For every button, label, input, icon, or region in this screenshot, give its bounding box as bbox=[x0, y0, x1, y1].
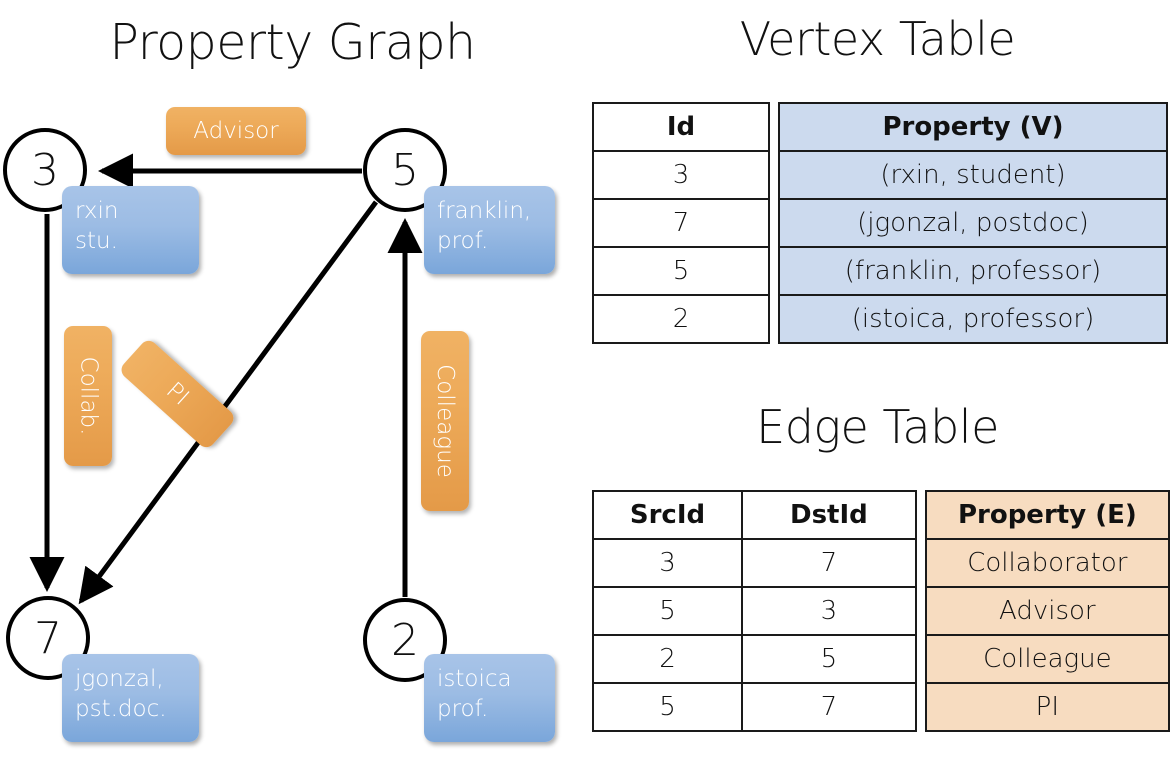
edge-table-cell-srcid: 2 bbox=[591, 634, 744, 684]
table-row: (jgonzal, postdoc) bbox=[778, 198, 1168, 248]
table-header-row: SrcId DstId bbox=[591, 490, 917, 540]
edge-table-cell-property: Collaborator bbox=[924, 538, 1170, 588]
table-row: 5 3 bbox=[591, 586, 917, 636]
vertex-property-box-7: jgonzal, pst.doc. bbox=[62, 654, 199, 742]
table-row: 5 bbox=[592, 246, 770, 296]
edge-5-to-7 bbox=[78, 200, 379, 605]
vertex-table-cell-property: (jgonzal, postdoc) bbox=[778, 198, 1168, 248]
vertex-table-cell-id: 3 bbox=[592, 150, 770, 200]
graph-edge-arrows bbox=[29, 153, 423, 605]
table-row: Advisor bbox=[924, 586, 1170, 636]
vertex-table-column-gap bbox=[770, 102, 778, 344]
vertex-table-header-id: Id bbox=[592, 102, 770, 152]
vertex-table-header-property: Property (V) bbox=[778, 102, 1168, 152]
vertex-table: Id 3 7 5 2 Property (V) (rxin, student) … bbox=[592, 102, 1168, 344]
edge-label-collab-text: Collab. bbox=[75, 356, 102, 436]
table-row: 5 7 bbox=[591, 682, 917, 732]
edge-table-cell-property: Advisor bbox=[924, 586, 1170, 636]
vertex-node-2[interactable]: 2 bbox=[363, 598, 447, 682]
edge-table-column-gap bbox=[917, 490, 925, 732]
page-title-vertex-table: Vertex Table bbox=[739, 12, 1016, 66]
edge-table-cell-dstid: 7 bbox=[741, 682, 917, 732]
vertex-table-cell-id: 2 bbox=[592, 294, 770, 344]
edge-table-property-column: Property (E) Collaborator Advisor Collea… bbox=[924, 490, 1170, 732]
edge-table-cell-dstid: 3 bbox=[741, 586, 917, 636]
edge-table: SrcId DstId 3 7 5 3 2 5 5 7 bbox=[591, 490, 1170, 732]
vertex-table-cell-property: (istoica, professor) bbox=[778, 294, 1168, 344]
edge-label-advisor-text: Advisor bbox=[193, 118, 279, 144]
edge-label-colleague-text: Colleague bbox=[432, 364, 458, 478]
table-row: 3 7 bbox=[591, 538, 917, 588]
table-header-row: Property (E) bbox=[924, 490, 1170, 540]
page-title-property-graph: Property Graph bbox=[109, 14, 476, 71]
vertex-table-id-column: Id 3 7 5 2 bbox=[592, 102, 770, 344]
table-row: 2 5 bbox=[591, 634, 917, 684]
edge-table-header-property: Property (E) bbox=[924, 490, 1170, 540]
table-header-row: Id bbox=[592, 102, 770, 152]
edge-table-cell-property: PI bbox=[924, 682, 1170, 732]
table-row: (rxin, student) bbox=[778, 150, 1168, 200]
vertex-table-property-column: Property (V) (rxin, student) (jgonzal, p… bbox=[778, 102, 1168, 344]
table-row: PI bbox=[924, 682, 1170, 732]
vertex-table-cell-property: (rxin, student) bbox=[778, 150, 1168, 200]
edge-table-cell-srcid: 3 bbox=[591, 538, 744, 588]
vertex-table-cell-property: (franklin, professor) bbox=[778, 246, 1168, 296]
vertex-node-5[interactable]: 5 bbox=[363, 128, 447, 212]
vertex-table-cell-id: 5 bbox=[592, 246, 770, 296]
edge-table-cell-srcid: 5 bbox=[591, 682, 744, 732]
vertex-property-box-5: franklin, prof. bbox=[424, 186, 555, 274]
edge-table-cell-property: Colleague bbox=[924, 634, 1170, 684]
edge-table-srcdst-columns: SrcId DstId 3 7 5 3 2 5 5 7 bbox=[591, 490, 917, 732]
edge-label-advisor: Advisor bbox=[166, 107, 306, 155]
edge-label-collab: Collab. bbox=[64, 326, 112, 466]
table-row: (istoica, professor) bbox=[778, 294, 1168, 344]
edge-label-pi-text: PI bbox=[161, 377, 194, 411]
edge-table-cell-dstid: 7 bbox=[741, 538, 917, 588]
edge-table-header-srcid: SrcId bbox=[591, 490, 744, 540]
vertex-property-box-3: rxin stu. bbox=[62, 186, 199, 274]
edge-table-cell-srcid: 5 bbox=[591, 586, 744, 636]
property-graph-diagram: 3 5 7 2 rxin stu. franklin, prof. jgonza… bbox=[3, 107, 555, 742]
table-row: Collaborator bbox=[924, 538, 1170, 588]
vertex-table-cell-id: 7 bbox=[592, 198, 770, 248]
vertex-property-box-2: istoica prof. bbox=[424, 654, 555, 742]
table-row: 7 bbox=[592, 198, 770, 248]
table-row: 3 bbox=[592, 150, 770, 200]
table-header-row: Property (V) bbox=[778, 102, 1168, 152]
table-row: 2 bbox=[592, 294, 770, 344]
table-row: Colleague bbox=[924, 634, 1170, 684]
edge-table-cell-dstid: 5 bbox=[741, 634, 917, 684]
edge-label-colleague: Colleague bbox=[421, 331, 469, 511]
table-row: (franklin, professor) bbox=[778, 246, 1168, 296]
edge-table-header-dstid: DstId bbox=[741, 490, 917, 540]
page-title-edge-table: Edge Table bbox=[756, 400, 999, 454]
